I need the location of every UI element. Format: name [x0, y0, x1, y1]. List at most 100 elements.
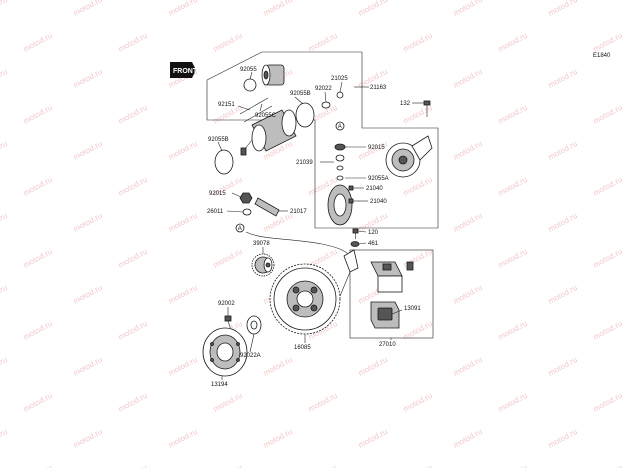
starter-motor-body-part — [240, 109, 297, 156]
watermark-text: motod.ru — [547, 0, 579, 18]
watermark-text: motod.ru — [0, 67, 9, 90]
watermark-text: motod.ru — [402, 175, 434, 198]
callout-21025: 21025 — [331, 76, 348, 82]
watermark-text: motod.ru — [547, 211, 579, 234]
watermark-text: motod.ru — [167, 0, 199, 18]
watermark-text: motod.ru — [0, 211, 9, 234]
callout-120: 120 — [368, 230, 379, 236]
watermark-text: motod.ru — [22, 31, 54, 54]
starter-front-housing-part — [385, 135, 433, 178]
watermark-text: motod.ru — [72, 0, 104, 18]
watermark-text: motod.ru — [72, 211, 104, 234]
callout-92015-upper: 92015 — [368, 145, 385, 151]
watermark-text: motod.ru — [497, 31, 529, 54]
o-ring-part — [243, 78, 257, 92]
leader-lines — [217, 71, 424, 380]
watermark-text: motod.ru — [357, 0, 389, 18]
callout-39078: 39078 — [253, 241, 270, 247]
watermark-text: motod.ru — [72, 427, 104, 450]
watermark-text: motod.ru — [402, 319, 434, 342]
watermark-text: motod.ru — [72, 67, 104, 90]
watermark-text: motod.ru — [402, 391, 434, 414]
front-badge-label: FRONT — [173, 68, 198, 75]
through-bolt-part — [243, 105, 273, 123]
callout-13194: 13194 — [211, 382, 228, 388]
callout-21163: 21163 — [370, 85, 387, 91]
watermark-text: motod.ru — [592, 175, 624, 198]
watermark-text: motod.ru — [547, 355, 579, 378]
callout-92151: 92151 — [218, 102, 235, 108]
watermark-text: motod.ru — [307, 31, 339, 54]
watermark-text: motod.ru — [117, 31, 149, 54]
watermark-text: motod.ru — [117, 319, 149, 342]
watermark-text: motod.ru — [452, 0, 484, 18]
callout-92055: 92055 — [240, 67, 257, 73]
callout-21040-b: 21040 — [370, 199, 387, 205]
screw-part — [352, 228, 359, 239]
watermark-text: motod.ru — [0, 427, 9, 450]
watermark-text: motod.ru — [452, 67, 484, 90]
through-bolt-part — [239, 97, 269, 115]
watermark-text: motod.ru — [212, 31, 244, 54]
watermark-text: motod.ru — [452, 427, 484, 450]
thrust-washer-hole — [250, 320, 258, 330]
watermark-text: motod.ru — [452, 211, 484, 234]
watermark-text: motod.ru — [72, 355, 104, 378]
callout-92022: 92022 — [315, 86, 332, 92]
watermark-text: motod.ru — [167, 427, 199, 450]
watermark-text: motod.ru — [167, 211, 199, 234]
watermark-text: motod.ru — [547, 427, 579, 450]
watermark-text: motod.ru — [72, 139, 104, 162]
watermark-text: motod.ru — [307, 463, 339, 468]
diagram-code: E1840 — [593, 53, 611, 59]
watermark-text: motod.ru — [22, 103, 54, 126]
callout-92055b-left: 92055B — [208, 137, 229, 143]
watermark-text: motod.ru — [212, 247, 244, 270]
starter-motor-group-frame — [206, 51, 439, 229]
front-direction-icon: FRONT — [170, 62, 198, 78]
callout-27010: 27010 — [379, 342, 396, 348]
watermark-text: motod.ru — [497, 463, 529, 468]
watermark-text: motod.ru — [497, 247, 529, 270]
relay-cover-part — [370, 301, 400, 329]
callout-16085: 16085 — [294, 345, 311, 351]
watermark-text: motod.ru — [497, 319, 529, 342]
washer-part — [321, 101, 331, 109]
starter-cable-part — [254, 197, 280, 217]
watermark-text: motod.ru — [592, 391, 624, 414]
callout-92015-lower: 92015 — [209, 191, 226, 197]
watermark-text: motod.ru — [167, 355, 199, 378]
brush-spring-part — [336, 91, 344, 99]
callout-92022a: 92022A — [240, 353, 261, 359]
watermark-text: motod.ru — [117, 463, 149, 468]
watermark-text: motod.ru — [167, 283, 199, 306]
watermark-text: motod.ru — [547, 67, 579, 90]
watermark-text: motod.ru — [452, 283, 484, 306]
nut-small-part — [350, 241, 360, 247]
idle-gear-part — [251, 253, 275, 277]
watermark-text: motod.ru — [117, 103, 149, 126]
o-ring-large-part — [214, 149, 234, 175]
watermark-text: motod.ru — [22, 463, 54, 468]
watermark-text: motod.ru — [402, 247, 434, 270]
watermark-text: motod.ru — [592, 103, 624, 126]
marker-a-label: A — [238, 226, 242, 232]
watermark-text: motod.ru — [0, 355, 9, 378]
terminal-washer-part — [242, 208, 252, 216]
starter-relay-part — [370, 261, 414, 293]
callout-21039: 21039 — [296, 160, 313, 166]
watermark-text: motod.ru — [547, 139, 579, 162]
watermark-text: motod.ru — [212, 391, 244, 414]
connection-marker-a-upper: A — [335, 121, 345, 131]
watermark-text: motod.ru — [592, 463, 624, 468]
relay-group-frame — [349, 249, 434, 339]
callout-132: 132 — [400, 101, 411, 107]
callout-92055c: 92055C — [255, 113, 277, 119]
watermark-text: motod.ru — [262, 211, 294, 234]
starter-clutch-part — [202, 327, 248, 377]
watermark-text: motod.ru — [167, 139, 199, 162]
watermark-text: motod.ru — [212, 463, 244, 468]
nut-part — [239, 192, 253, 204]
